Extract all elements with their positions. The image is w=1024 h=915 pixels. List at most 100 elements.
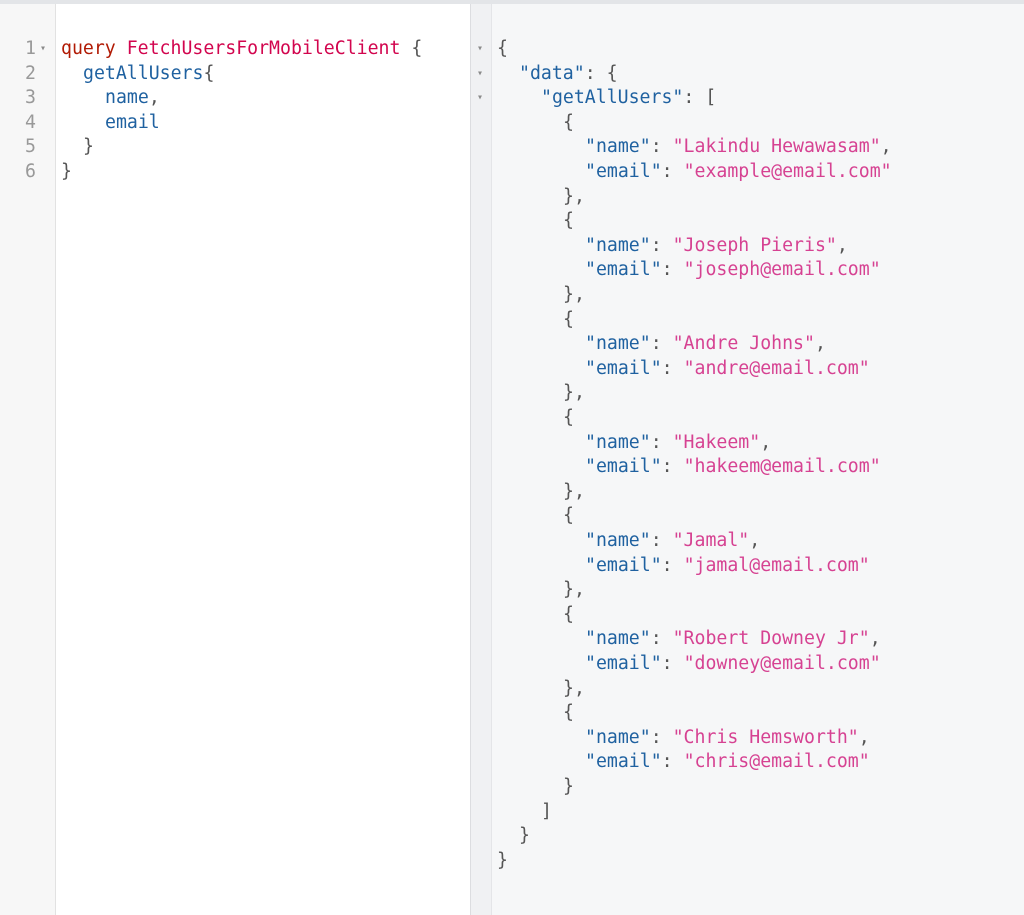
json-string-token: "downey@email.com" [683,653,881,674]
punctuation-token: { [203,62,215,84]
result-line: } [563,775,574,800]
punctuation-token: } [497,849,508,871]
punctuation-token: : [650,136,673,158]
query-line[interactable]: } [61,160,72,185]
fold-arrow-icon[interactable]: ▾ [477,92,484,104]
punctuation-token: { [563,210,574,232]
result-line: "name": "Lakindu Hewawasam", [585,135,892,160]
punctuation-token: { [563,308,574,330]
json-key-token: "getAllUsers" [541,87,684,109]
result-line: } [519,824,530,849]
query-line[interactable]: name, [105,86,160,111]
punctuation-token: , [880,136,892,158]
result-line: "name": "Robert Downey Jr", [585,627,881,652]
punctuation-token: : [661,357,684,379]
json-string-token: "Andre Johns" [672,333,815,355]
result-line: "data": { [519,62,618,87]
result-line: { [563,406,574,431]
result-line: }, [563,185,585,210]
punctuation-token: : [661,456,684,478]
punctuation-token: { [563,505,574,527]
punctuation-token: : [661,259,684,281]
result-line: "email": "downey@email.com" [585,652,881,677]
json-key-token: "email" [585,161,662,182]
json-string-token: "hakeem@email.com" [683,456,881,478]
space-token [116,38,127,59]
punctuation-token: : [650,530,673,551]
line-number: 6 [25,161,36,182]
punctuation-token: { [563,111,574,133]
json-string-token: "Joseph Pieris" [672,234,837,256]
line-number: 3 [25,87,36,109]
result-line: }, [563,480,585,505]
punctuation-token: }, [563,284,585,305]
json-key-token: "name" [585,530,651,551]
json-string-token: "andre@email.com" [683,357,870,379]
query-line[interactable]: email [105,111,160,136]
result-line: "email": "hakeem@email.com" [585,455,881,480]
result-line: "email": "jamal@email.com" [585,554,870,579]
result-line: "name": "Jamal", [585,529,760,554]
json-string-token: "joseph@email.com" [683,259,881,281]
query-line[interactable]: } [83,135,94,160]
query-line[interactable]: getAllUsers{ [83,62,214,87]
punctuation-token: } [83,136,94,158]
json-key-token: "name" [585,136,651,158]
punctuation-token: : [661,161,684,182]
pane-divider[interactable] [470,4,492,915]
field-token: getAllUsers [83,62,204,84]
punctuation-token: , [749,530,761,551]
field-token: name [105,87,149,109]
result-line: { [563,209,574,234]
query-line[interactable]: query FetchUsersForMobileClient { [61,37,422,62]
fold-arrow-icon[interactable]: ▾ [477,67,484,79]
punctuation-token: , [836,234,848,256]
result-line: "email": "andre@email.com" [585,357,870,382]
punctuation-token: } [519,825,530,847]
result-line: { [563,308,574,333]
json-key-token: "name" [585,431,651,453]
punctuation-token: ] [541,800,552,822]
punctuation-token: }, [563,677,585,699]
punctuation-token: : [650,333,673,355]
punctuation-token: { [563,702,574,724]
json-key-token: "email" [585,751,662,773]
json-string-token: "Jamal" [672,530,750,551]
fold-arrow-icon[interactable]: ▾ [477,43,484,54]
json-string-token: "jamal@email.com" [683,554,870,576]
json-string-token: "Robert Downey Jr" [672,628,870,650]
json-key-token: "email" [585,357,662,379]
punctuation-token: }, [563,382,585,404]
field-token: email [105,111,160,133]
json-key-token: "name" [585,234,651,256]
keyword-token: query [61,38,116,59]
punctuation-token: }, [563,480,585,502]
json-key-token: "name" [585,628,651,650]
line-number: 5 [25,136,36,158]
json-key-token: "email" [585,653,662,674]
fold-arrow-icon[interactable]: ▾ [40,43,47,54]
query-line-gutter [0,4,56,915]
punctuation-token: : [661,751,684,773]
result-line: }, [563,283,585,308]
result-line: { [497,37,508,62]
result-line: }, [563,578,585,603]
punctuation-token: , [148,87,160,109]
result-line: "getAllUsers": [ [541,86,716,111]
json-string-token: "Lakindu Hewawasam" [672,136,881,158]
result-line: }, [563,381,585,406]
json-string-token: "example@email.com" [683,161,892,182]
punctuation-token: { [563,603,574,625]
punctuation-token: , [869,628,881,650]
punctuation-token: { [563,407,574,428]
punctuation-token: : [650,234,673,256]
json-key-token: "email" [585,554,662,576]
punctuation-token: : { [584,62,618,84]
line-number: 2 [25,62,36,84]
result-line: "name": "Chris Hemsworth", [585,726,870,751]
punctuation-token: }, [563,579,585,601]
result-line: "email": "joseph@email.com" [585,258,881,283]
json-key-token: "name" [585,333,651,355]
json-key-token: "name" [585,726,651,748]
